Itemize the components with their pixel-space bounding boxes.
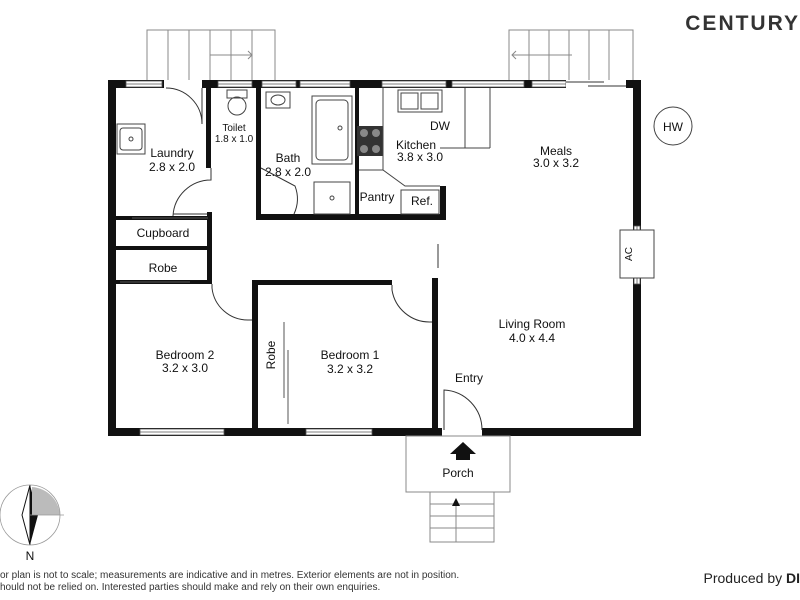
robe-label: Robe [149, 261, 178, 275]
living-dims: 4.0 x 4.4 [509, 331, 555, 345]
meals-sliding-door [566, 80, 626, 88]
laundry-tub [116, 123, 146, 155]
produced-by-label: Produced by [703, 570, 783, 586]
cooktop [357, 126, 383, 156]
kitchen-dims: 3.8 x 3.0 [397, 150, 443, 164]
entry-arrow-icon [450, 442, 476, 460]
produced-by-brand: DI [786, 570, 800, 586]
kitchen-sink [397, 89, 443, 113]
bath-name: Bath [276, 151, 301, 165]
brand-logo: CENTURY [685, 12, 800, 35]
hot-water-label: HW [663, 120, 684, 134]
porch-label: Porch [442, 466, 473, 480]
bedroom1-dims: 3.2 x 3.2 [327, 362, 373, 376]
door-swings [172, 167, 439, 323]
meals-name: Meals [540, 144, 572, 158]
north-label: N [26, 549, 35, 563]
disclaimer: or plan is not to scale; measurements ar… [0, 570, 470, 594]
bathtub [311, 95, 353, 165]
laundry-name: Laundry [150, 146, 193, 160]
fridge-label: Ref. [411, 194, 433, 208]
bath-dims: 2.8 x 2.0 [265, 165, 311, 179]
air-con-label: AC [624, 247, 635, 261]
rear-steps-left [146, 29, 276, 83]
entry-door [442, 389, 483, 436]
air-conditioner: AC [619, 229, 655, 279]
bath-vanity [265, 91, 291, 109]
living-name: Living Room [499, 317, 566, 331]
toilet-dims: 1.8 x 1.0 [215, 134, 254, 145]
shower [313, 181, 351, 215]
bedroom1-name: Bedroom 1 [321, 348, 380, 362]
robe-doors [120, 217, 289, 424]
kitchen-name: Kitchen [396, 138, 436, 152]
laundry-dims: 2.8 x 2.0 [149, 160, 195, 174]
toilet-bowl [226, 89, 248, 116]
north-compass-icon: N [0, 484, 64, 563]
kitchen-bench [359, 88, 491, 215]
toilet-name: Toilet [222, 123, 246, 134]
disclaimer-line-2: hould not be relied on. Interested parti… [0, 582, 381, 593]
hot-water-unit: HW [653, 106, 693, 146]
entry-label: Entry [455, 371, 483, 385]
dishwasher-label: DW [430, 119, 451, 133]
disclaimer-line-1: or plan is not to scale; measurements ar… [0, 570, 460, 581]
bedroom2-dims: 3.2 x 3.0 [162, 361, 208, 375]
cupboard-label: Cupboard [137, 226, 190, 240]
pantry-label: Pantry [360, 190, 395, 204]
rear-door [164, 80, 203, 125]
porch [405, 435, 511, 493]
front-steps [429, 491, 495, 543]
bedroom2-name: Bedroom 2 [156, 348, 215, 362]
meals-dims: 3.0 x 3.2 [533, 156, 579, 170]
robe-side-label: Robe [264, 340, 278, 369]
produced-by: Produced by DI [704, 570, 800, 586]
rear-steps-right [508, 29, 634, 83]
